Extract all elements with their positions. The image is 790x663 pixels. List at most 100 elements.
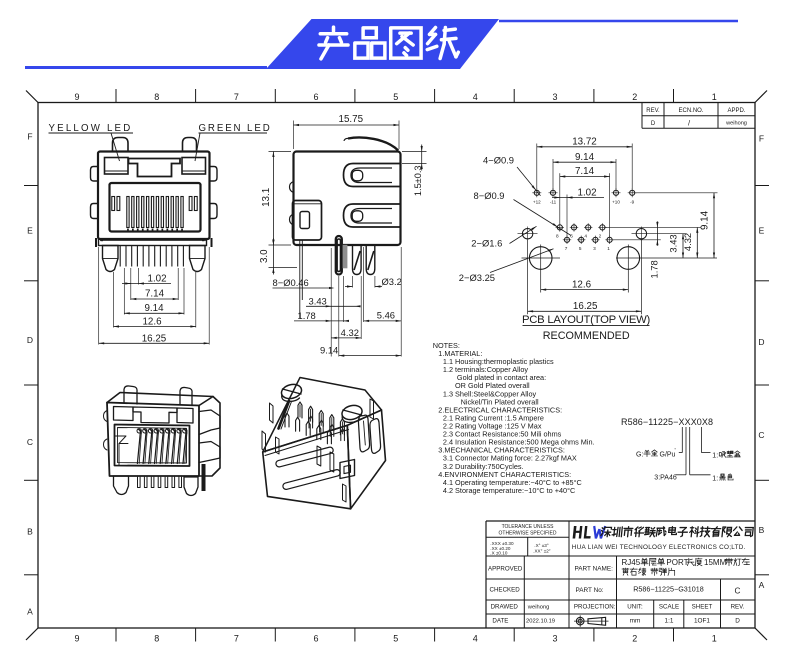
svg-text:9.14: 9.14 bbox=[320, 345, 338, 356]
svg-text:4.32: 4.32 bbox=[341, 327, 359, 338]
svg-text:1.78: 1.78 bbox=[298, 310, 316, 321]
svg-text:7: 7 bbox=[565, 246, 568, 251]
svg-text:C: C bbox=[735, 587, 741, 596]
svg-text:3.43: 3.43 bbox=[668, 234, 679, 252]
svg-text:7: 7 bbox=[234, 92, 239, 102]
svg-text:G:: G: bbox=[636, 451, 643, 458]
svg-text:4: 4 bbox=[473, 92, 478, 102]
svg-text:+12: +12 bbox=[533, 200, 541, 205]
svg-text:/: / bbox=[688, 118, 691, 127]
svg-text:3:PA46: 3:PA46 bbox=[654, 474, 677, 481]
svg-text:.XX ±0.20: .XX ±0.20 bbox=[490, 546, 511, 551]
svg-text:3.MECHANICAL CHARACTERISTICS:: 3.MECHANICAL CHARACTERISTICS: bbox=[438, 446, 565, 455]
svg-text:B: B bbox=[759, 525, 765, 535]
svg-text:PART NAME:: PART NAME: bbox=[575, 565, 614, 572]
svg-text:7.14: 7.14 bbox=[575, 166, 595, 177]
svg-text:1.2 terminals:Copper Alloy: 1.2 terminals:Copper Alloy bbox=[443, 365, 529, 374]
svg-text:5: 5 bbox=[579, 246, 582, 251]
svg-text:8: 8 bbox=[556, 234, 559, 239]
svg-text:1: 1 bbox=[712, 634, 717, 644]
svg-text:3: 3 bbox=[593, 246, 596, 251]
svg-text:1:1: 1:1 bbox=[665, 618, 674, 625]
svg-text:2.2 Rating Voltage :125 V: 2.2 Rating Voltage :125 V Max bbox=[443, 422, 542, 431]
svg-text:16.25: 16.25 bbox=[573, 301, 598, 312]
svg-text:1: 1 bbox=[712, 92, 717, 102]
svg-text:5: 5 bbox=[393, 634, 398, 644]
svg-text:6: 6 bbox=[570, 234, 573, 239]
svg-text:4.32: 4.32 bbox=[682, 233, 693, 251]
svg-text:D: D bbox=[758, 337, 764, 347]
svg-text:ECN.NO.: ECN.NO. bbox=[678, 108, 703, 114]
svg-text:1.78: 1.78 bbox=[649, 260, 660, 278]
svg-text:15.75: 15.75 bbox=[339, 114, 364, 125]
svg-text:1: 1 bbox=[607, 246, 610, 251]
svg-text:.XXX ±0.30: .XXX ±0.30 bbox=[490, 541, 514, 546]
svg-text:8: 8 bbox=[154, 92, 159, 102]
svg-text:weihong: weihong bbox=[725, 120, 747, 126]
svg-text:': ' bbox=[675, 449, 676, 455]
svg-text:A: A bbox=[759, 580, 765, 590]
svg-text:R586−11225−XXX0X8: R586−11225−XXX0X8 bbox=[621, 417, 713, 427]
svg-text:3.43: 3.43 bbox=[309, 295, 327, 306]
svg-text:2: 2 bbox=[632, 92, 637, 102]
svg-text:G/Pu: G/Pu bbox=[660, 451, 676, 458]
svg-text:PCB LAYOUT(TOP VIEW): PCB LAYOUT(TOP VIEW) bbox=[522, 314, 651, 326]
svg-text:UNIT:: UNIT: bbox=[627, 603, 643, 610]
svg-text:SHEET: SHEET bbox=[692, 603, 713, 610]
svg-text:4: 4 bbox=[473, 634, 478, 644]
svg-text:6: 6 bbox=[313, 92, 318, 102]
svg-text:weihong: weihong bbox=[527, 604, 550, 610]
svg-text:RECOMMENDED: RECOMMENDED bbox=[543, 330, 630, 342]
svg-text:F: F bbox=[759, 134, 764, 144]
svg-text:1OF1: 1OF1 bbox=[694, 618, 710, 625]
svg-text:E: E bbox=[27, 225, 33, 235]
svg-text:13.72: 13.72 bbox=[572, 136, 597, 147]
svg-text:Gold plated in contact are: Gold plated in contact area: bbox=[457, 373, 546, 382]
svg-text:4−Ø0.9: 4−Ø0.9 bbox=[483, 155, 514, 166]
svg-text:9: 9 bbox=[74, 92, 79, 102]
svg-text:12.6: 12.6 bbox=[572, 279, 592, 290]
svg-text:OR Gold Plated overall: OR Gold Plated overall bbox=[455, 381, 530, 390]
svg-text:1.MATERIAL:: 1.MATERIAL: bbox=[438, 349, 482, 358]
svg-text:1:: 1: bbox=[712, 453, 718, 460]
svg-text:+10: +10 bbox=[612, 200, 620, 205]
svg-text:HUA LIAN WEI TECHNOLOGY EL: HUA LIAN WEI TECHNOLOGY ELECTRONICS CO;L… bbox=[572, 544, 746, 551]
svg-text:TOLERANCE UNLESS: TOLERANCE UNLESS bbox=[502, 524, 555, 530]
svg-text:4.2 Storage temperature:−10°: 4.2 Storage temperature:−10°C to +40°C bbox=[443, 486, 575, 495]
svg-text:2022.10.19: 2022.10.19 bbox=[526, 618, 555, 624]
svg-text:B: B bbox=[27, 527, 33, 537]
svg-text:DATE: DATE bbox=[492, 617, 508, 624]
svg-text:-9: -9 bbox=[630, 200, 635, 205]
svg-text:PART No:: PART No: bbox=[576, 587, 604, 594]
svg-text:R586−11225−G31018: R586−11225−G31018 bbox=[633, 585, 704, 594]
svg-text:NOTES:: NOTES: bbox=[433, 341, 460, 350]
svg-text:YELLOW LED: YELLOW LED bbox=[49, 123, 133, 134]
svg-text:2: 2 bbox=[599, 234, 602, 239]
svg-text:PROJECTION:: PROJECTION: bbox=[574, 603, 616, 610]
svg-text:3.1 Connector Mating force:: 3.1 Connector Mating force: 2.27kgf MAX bbox=[443, 454, 577, 463]
svg-text:15MM: 15MM bbox=[704, 558, 727, 567]
svg-text:8−Ø0.46: 8−Ø0.46 bbox=[273, 277, 309, 288]
svg-text:9.14: 9.14 bbox=[575, 152, 595, 163]
svg-text:2.3 Contact Resistance:50 M: 2.3 Contact Resistance:50 Mili ohms bbox=[443, 430, 562, 439]
svg-text:D: D bbox=[27, 335, 33, 345]
svg-text:APPD.: APPD. bbox=[727, 108, 745, 114]
svg-text:OTHERWISE SPECIFIED: OTHERWISE SPECIFIED bbox=[499, 530, 557, 536]
svg-text:3.0: 3.0 bbox=[259, 249, 270, 263]
svg-text:1.1 Housing:thermoplastic pl: 1.1 Housing:thermoplastic plastics bbox=[443, 357, 554, 366]
svg-text:1.02: 1.02 bbox=[148, 274, 167, 285]
svg-text:2−Ø1.6: 2−Ø1.6 bbox=[471, 238, 502, 249]
svg-text:9: 9 bbox=[74, 634, 79, 644]
svg-text:9.14: 9.14 bbox=[144, 303, 164, 314]
svg-text:5: 5 bbox=[393, 92, 398, 102]
svg-text:A: A bbox=[27, 606, 33, 616]
svg-text:mm: mm bbox=[630, 618, 641, 625]
svg-text:E: E bbox=[759, 225, 765, 235]
svg-text:3.2 Durability:750Cycles.: 3.2 Durability:750Cycles. bbox=[443, 462, 524, 471]
svg-text:D: D bbox=[651, 121, 656, 127]
svg-text:12.6: 12.6 bbox=[142, 317, 162, 328]
svg-text:4.ENVIRONMENT CHARACTERISTICS: 4.ENVIRONMENT CHARACTERISTICS: bbox=[438, 470, 571, 479]
svg-text:2.1 Rating Current :1.5 Am: 2.1 Rating Current :1.5 Ampere bbox=[443, 413, 544, 422]
svg-text:PORT: PORT bbox=[666, 558, 688, 567]
svg-text:1:: 1: bbox=[712, 476, 718, 483]
